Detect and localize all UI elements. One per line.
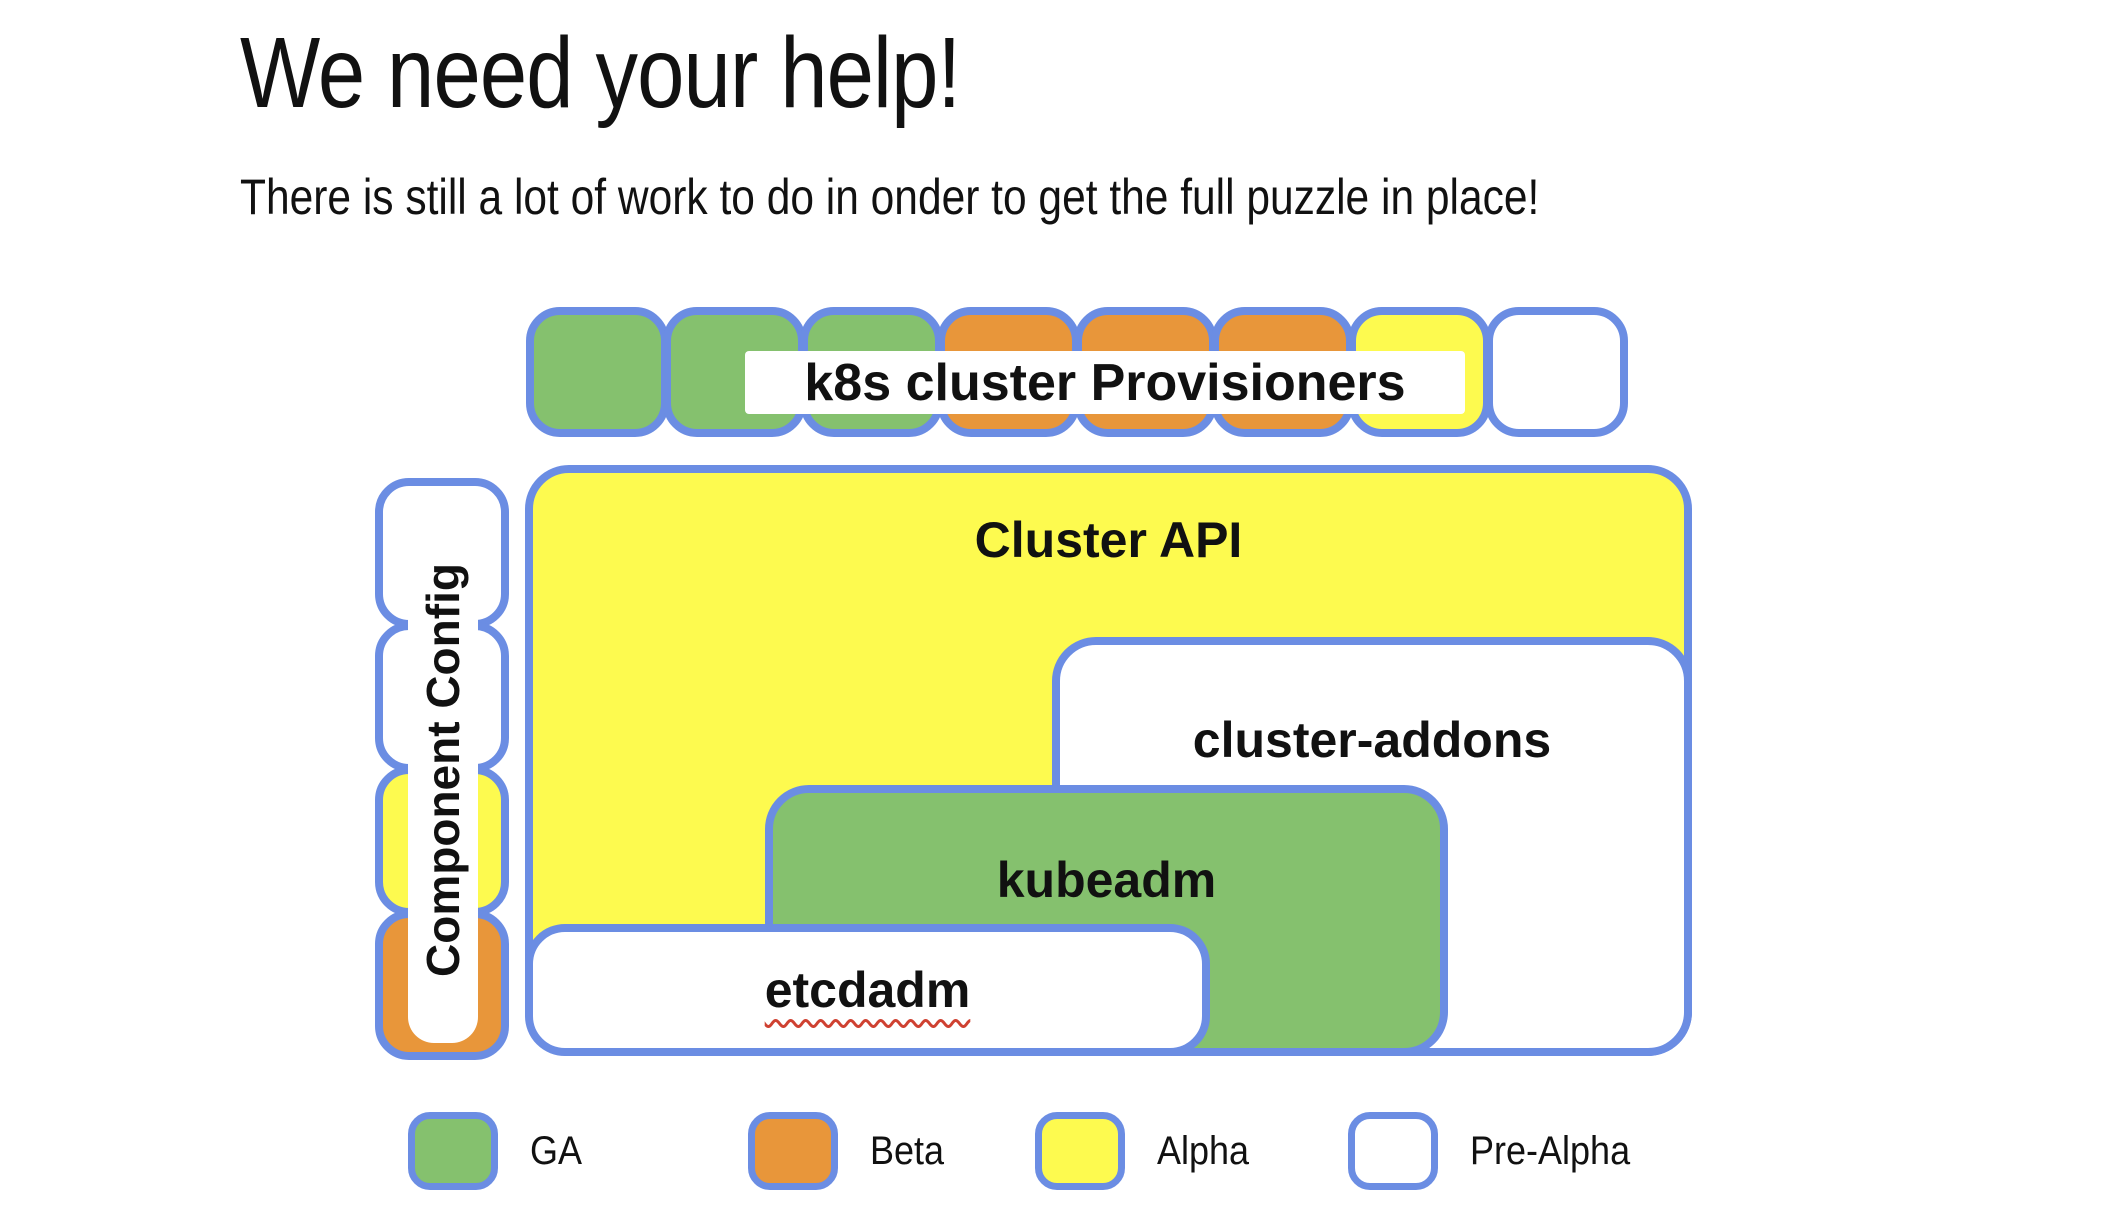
etcdadm-label: etcdadm xyxy=(764,962,971,1018)
etcdadm-box: etcdadm xyxy=(525,924,1210,1056)
component-config-label-strip: Component Config xyxy=(408,497,478,1043)
kubeadm-label: kubeadm xyxy=(996,852,1217,908)
legend-label: Alpha xyxy=(1157,1128,1250,1173)
legend-item: GA xyxy=(408,1112,588,1190)
legend-swatch xyxy=(408,1112,498,1190)
legend-label: Beta xyxy=(870,1128,945,1173)
cluster-api-label: Cluster API xyxy=(974,512,1243,568)
legend-item: Pre-Alpha xyxy=(1348,1112,1648,1190)
provisioners-label-strip: k8s cluster Provisioners xyxy=(745,351,1465,414)
legend-swatch xyxy=(748,1112,838,1190)
cluster-addons-label: cluster-addons xyxy=(1192,712,1552,768)
legend-label: Pre-Alpha xyxy=(1470,1128,1631,1173)
legend-swatch xyxy=(1348,1112,1438,1190)
legend-item: Alpha xyxy=(1035,1112,1259,1190)
puzzle-piece xyxy=(526,307,669,437)
slide-title: We need your help! xyxy=(240,17,961,129)
slide-subtitle: There is still a lot of work to do in on… xyxy=(240,169,1540,225)
component-config-label: Component Config xyxy=(417,563,470,977)
puzzle-piece xyxy=(1485,307,1628,437)
provisioners-label: k8s cluster Provisioners xyxy=(804,353,1406,412)
legend-swatch xyxy=(1035,1112,1125,1190)
legend-label: GA xyxy=(530,1128,583,1173)
legend-item: Beta xyxy=(748,1112,952,1190)
